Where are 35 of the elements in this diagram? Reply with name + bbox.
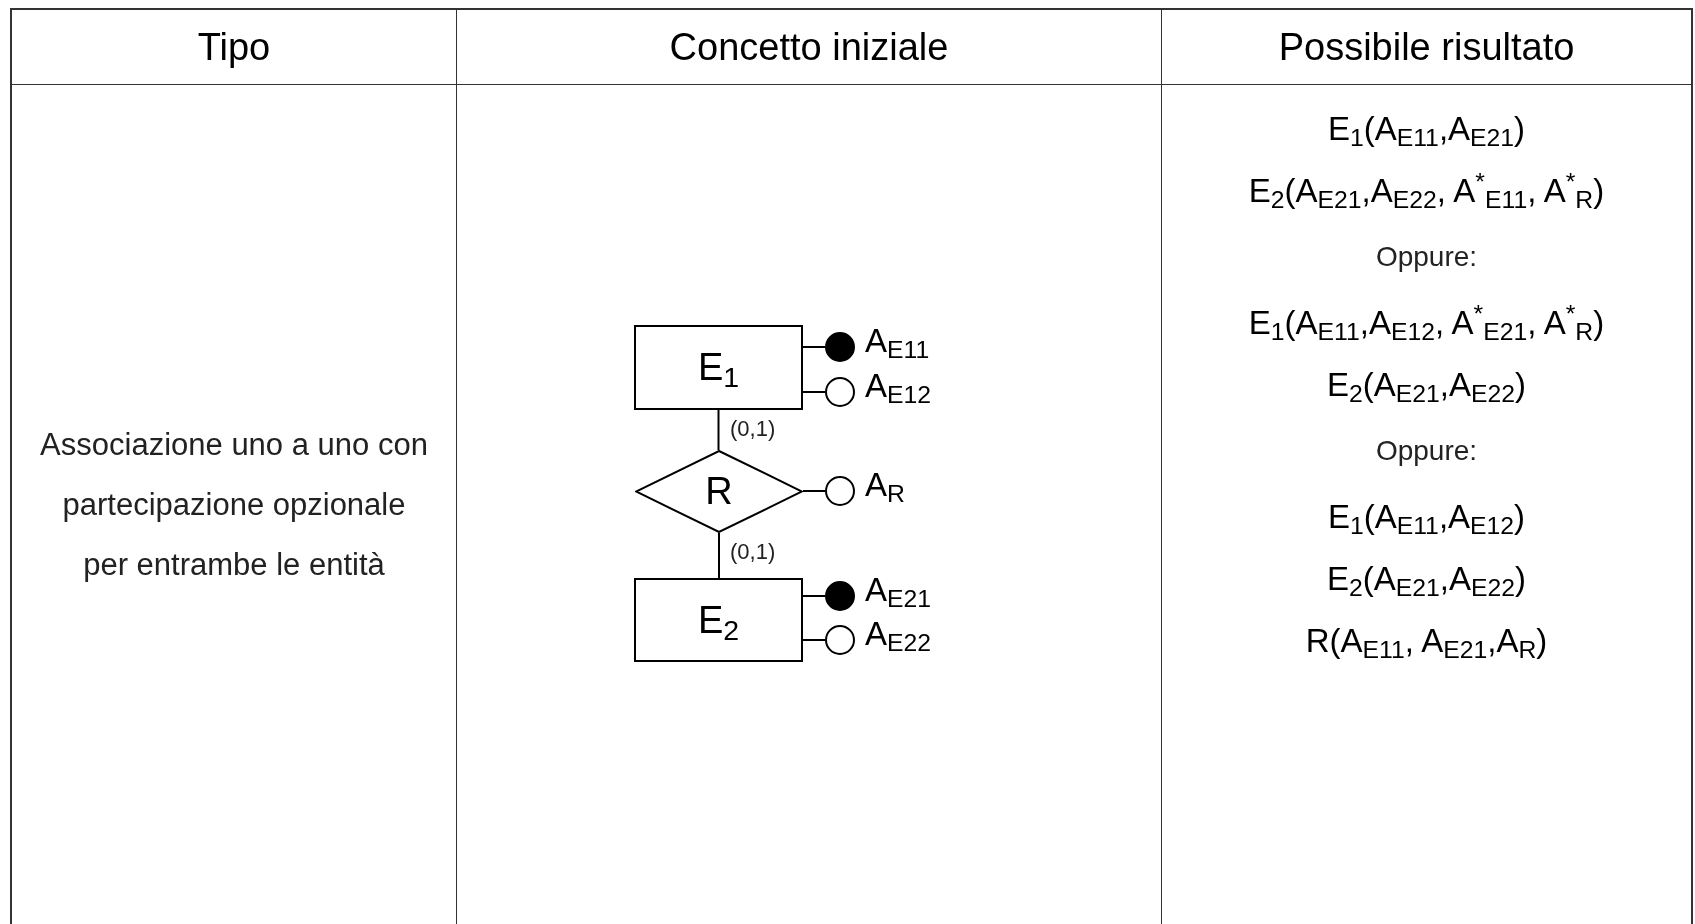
column-header: Concetto iniziale bbox=[669, 24, 949, 70]
identifier-dot bbox=[825, 581, 855, 611]
connector-line bbox=[802, 639, 826, 641]
relational-schema: E$_{2}$(A$_{E21}$,A$_{E22}$) bbox=[1326, 365, 1527, 410]
connector-line bbox=[802, 391, 826, 393]
entity-box bbox=[634, 325, 803, 410]
connector-line bbox=[718, 532, 720, 579]
attribute-circle bbox=[825, 377, 855, 407]
separator-text: Oppure: bbox=[1375, 240, 1478, 274]
relational-schema: E$_{1}$(A$_{E11}$,A$_{E12}$) bbox=[1327, 497, 1526, 542]
entity-name: E$_{1}$ bbox=[697, 345, 740, 396]
connector-line bbox=[802, 595, 826, 597]
attribute-name: A$_{E12}$ bbox=[865, 369, 932, 402]
column-header: Possibile risultato bbox=[1278, 24, 1575, 70]
relational-schema: E$_{2}$(A$_{E21}$,A$_{E22}$) bbox=[1326, 559, 1527, 604]
entity-name: E$_{2}$ bbox=[697, 597, 740, 648]
entity-box bbox=[634, 578, 803, 662]
column-header: Tipo bbox=[197, 24, 271, 70]
attribute-circle bbox=[825, 476, 855, 506]
attribute-name: A$_{R}$ bbox=[865, 468, 905, 501]
identifier-dot bbox=[825, 332, 855, 362]
relationship-name: R bbox=[705, 469, 733, 514]
relational-schema: E$_{2}$(A$_{E21}$,A$_{E22}$, A$^{*}$$_{E11}$, A$^{*}$$_{R}$) bbox=[1248, 166, 1605, 216]
attribute-name: A$_{E21}$ bbox=[865, 573, 932, 606]
attribute-name: A$_{E22}$ bbox=[865, 617, 932, 650]
attribute-circle bbox=[825, 625, 855, 655]
type-description: Associazione uno a uno con partecipazione opzionale per entrambe le entità bbox=[39, 425, 429, 584]
separator-text: Oppure: bbox=[1375, 434, 1478, 468]
relational-schema: E$_{1}$(A$_{E11}$,A$_{E21}$) bbox=[1327, 109, 1526, 154]
connector-line bbox=[802, 346, 826, 348]
attribute-name: A$_{E11}$ bbox=[865, 324, 930, 357]
relational-schema: E$_{1}$(A$_{E11}$,A$_{E12}$, A$^{*}$$_{E21}$, A$^{*}$$_{R}$) bbox=[1248, 298, 1605, 348]
relational-schema: R(A$_{E11}$, A$_{E21}$,A$_{R}$) bbox=[1305, 621, 1548, 666]
connector-line bbox=[717, 409, 720, 451]
connector-line bbox=[802, 490, 826, 492]
